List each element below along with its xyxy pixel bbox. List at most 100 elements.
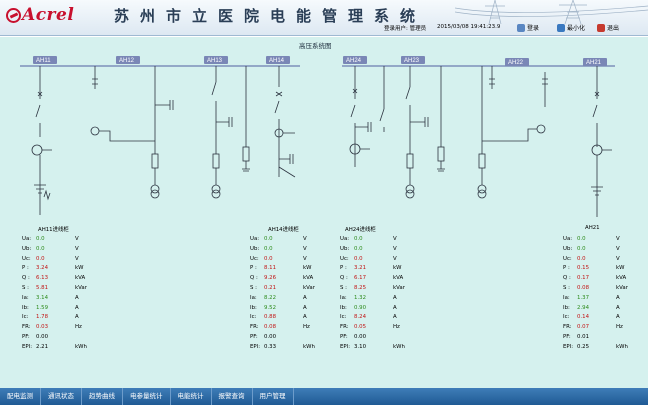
meter-value: 0.03 — [36, 324, 49, 331]
meter-label: S : — [250, 285, 257, 291]
meter-unit: A — [393, 304, 397, 311]
meter-label: Ua: — [340, 236, 350, 242]
login-button[interactable]: 登录 — [517, 22, 539, 33]
cabinet-tag: AH13 — [207, 58, 223, 64]
nav-item[interactable]: 电参量统计 — [123, 388, 171, 405]
acrel-logo: Acrel — [6, 5, 74, 25]
meter-panel-title: AH11进线柜 — [38, 227, 69, 233]
meter-unit: A — [303, 314, 307, 321]
meter-panel-title: AH21 — [585, 225, 600, 231]
meter-label: Uc: — [340, 255, 349, 262]
meter-unit: V — [75, 245, 79, 252]
meter-unit: V — [393, 255, 397, 262]
nav-item[interactable]: 报警查询 — [212, 388, 253, 405]
meter-value: 0.08 — [577, 285, 590, 291]
meter-panel-title: AH24进线柜 — [345, 227, 376, 233]
bottom-nav: 配电监测通讯状态趋势曲线电参量统计电能统计报警查询用户管理 — [0, 388, 648, 405]
meter-unit: V — [303, 236, 307, 242]
nav-item[interactable]: 用户管理 — [253, 388, 294, 405]
meter-value: 0.00 — [264, 334, 277, 340]
exit-label: 退出 — [607, 25, 620, 32]
meter-row: PF:0.01 — [563, 334, 643, 343]
meter-row: Ub: 0.0 V — [22, 246, 102, 255]
meter-unit: V — [393, 236, 397, 242]
app-header: Acrel 苏州市立医院电能管理系统 登录用户: 管理员 2015/03/08 … — [0, 0, 648, 36]
cabinet-tags: AH11 AH12 AH13 AH14 AH24 AH23 AH22 AH21 — [33, 56, 607, 66]
meter-unit: Hz — [393, 324, 400, 331]
meter-unit: Hz — [616, 324, 623, 331]
power-pylon-decoration — [455, 0, 648, 24]
meter-label: FR: — [250, 324, 259, 331]
cabinet-tag: AH23 — [404, 58, 420, 64]
meter-value: 3.21 — [354, 265, 367, 272]
meter-value: 0.0 — [264, 236, 273, 242]
meter-value: 0.0 — [264, 255, 273, 262]
logo-text: Acrel — [22, 5, 75, 25]
meter-label: S : — [563, 285, 570, 291]
nav-item[interactable]: 电能统计 — [171, 388, 212, 405]
meter-unit: kWh — [303, 343, 315, 350]
meter-unit: A — [616, 314, 620, 321]
meter-value: 2.94 — [577, 304, 590, 311]
exit-icon — [597, 23, 605, 32]
meter-value: 3.24 — [36, 265, 49, 272]
nav-item[interactable]: 配电监测 — [0, 388, 41, 405]
meter-unit: kVA — [616, 275, 627, 282]
login-icon — [517, 23, 525, 32]
meter-value: 0.07 — [577, 324, 590, 331]
meter-unit: A — [303, 294, 307, 301]
meter-label: Ub: — [250, 245, 260, 252]
meter-label: Ub: — [563, 245, 573, 252]
meter-value: 8.22 — [264, 294, 277, 301]
meter-value: 0.0 — [354, 236, 363, 242]
meter-label: Ic: — [563, 314, 570, 321]
meter-label: Uc: — [22, 255, 31, 262]
meter-unit: A — [75, 304, 79, 311]
meter-row: PF:0.00 — [250, 334, 330, 343]
meter-label: Ub: — [340, 245, 350, 252]
meter-unit: V — [616, 245, 620, 252]
nav-item[interactable]: 趋势曲线 — [82, 388, 123, 405]
meter-value: 6.17 — [354, 275, 367, 282]
meter-unit: Hz — [75, 324, 82, 331]
meter-value: 3.14 — [36, 294, 49, 301]
meter-label: Ua: — [563, 236, 573, 242]
meter-label: Ia: — [22, 294, 29, 301]
meter-label: P : — [563, 265, 570, 272]
diagram-title: 高压系统图 — [299, 42, 332, 50]
exit-button[interactable]: 退出 — [597, 22, 619, 33]
meter-label: EPI: — [250, 343, 261, 350]
meter-unit: kW — [75, 265, 84, 272]
minimize-button[interactable]: 最小化 — [557, 22, 585, 33]
meter-unit: kVA — [393, 275, 404, 282]
meter-value: 0.0 — [577, 236, 586, 242]
meter-label: EPI: — [22, 343, 33, 350]
meter-label: P : — [250, 265, 257, 272]
meter-value: 0.21 — [264, 285, 277, 291]
meter-row: Ua: 0.0 V — [340, 236, 420, 245]
meter-unit: Hz — [303, 324, 310, 331]
meter-value: 0.08 — [264, 324, 277, 331]
meter-unit: A — [75, 294, 79, 301]
nav-item[interactable]: 通讯状态 — [41, 388, 82, 405]
meter-label: Ub: — [22, 245, 32, 252]
cabinet-tag: AH11 — [36, 58, 51, 64]
meter-label: Ia: — [250, 294, 257, 301]
meter-value: 0.0 — [36, 245, 45, 252]
